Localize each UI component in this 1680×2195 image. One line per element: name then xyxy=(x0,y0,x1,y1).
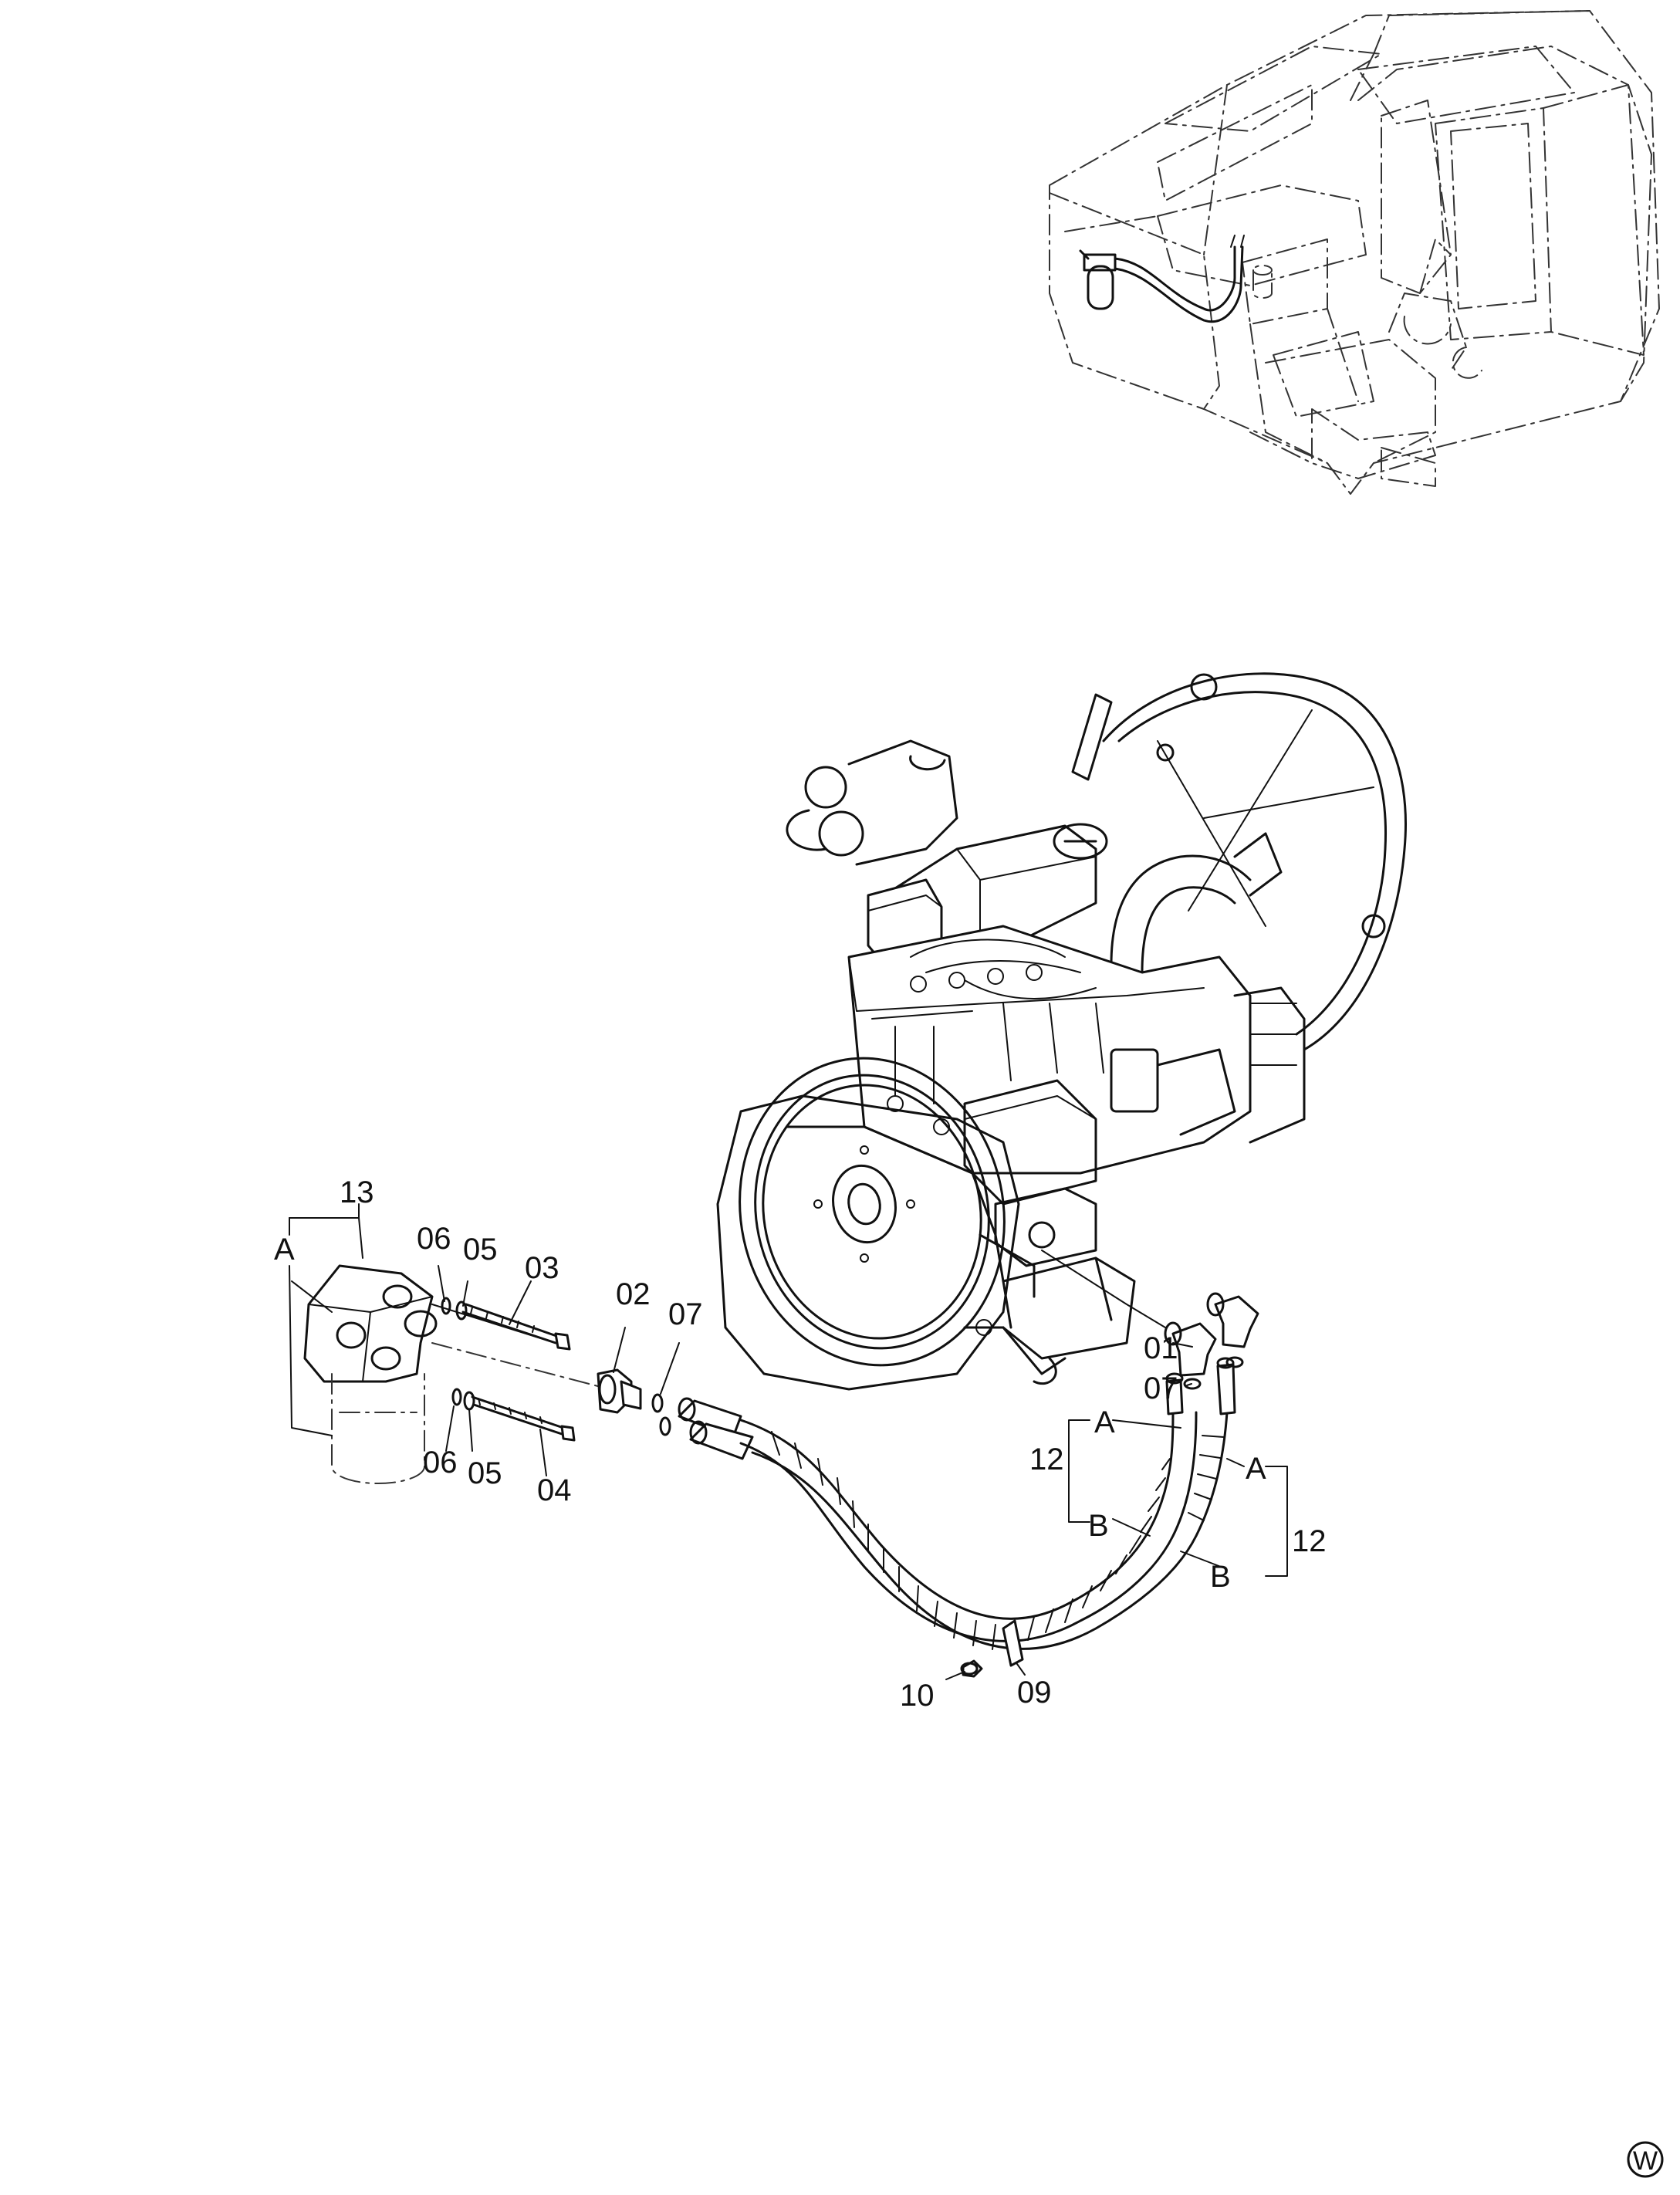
machine-overview-inset xyxy=(1049,10,1660,495)
label-05-upper: 05 xyxy=(463,1233,498,1267)
o-ring-07-right xyxy=(1183,1378,1202,1390)
hose-assembly-12 xyxy=(678,1357,1236,1678)
label-b-hose-right: B xyxy=(1210,1560,1231,1594)
clamp-09 xyxy=(1002,1619,1024,1667)
label-10: 10 xyxy=(900,1679,935,1713)
label-07-right: 07 xyxy=(1144,1371,1178,1405)
label-13: 13 xyxy=(340,1175,374,1209)
corner-mark: W xyxy=(1627,2141,1664,2178)
label-a-hose-right: A xyxy=(1246,1452,1266,1486)
label-12-right: 12 xyxy=(1292,1524,1327,1558)
label-04: 04 xyxy=(537,1473,572,1507)
label-a-filter: A xyxy=(274,1233,295,1267)
engine-assembly xyxy=(716,672,1407,1391)
bolt-04 xyxy=(471,1395,576,1442)
callout-leaders xyxy=(289,1203,1288,1680)
adapter-02 xyxy=(597,1368,642,1414)
bolt-03 xyxy=(431,1303,571,1351)
o-ring-07-left xyxy=(651,1393,664,1413)
label-05-lower: 05 xyxy=(468,1456,502,1490)
label-02: 02 xyxy=(616,1277,651,1311)
label-06-upper: 06 xyxy=(417,1222,451,1256)
o-ring-07-lower xyxy=(659,1416,671,1436)
label-09: 09 xyxy=(1017,1676,1052,1710)
label-12-left: 12 xyxy=(1029,1442,1064,1476)
elbow-01 xyxy=(1164,1292,1259,1377)
filter-assembly xyxy=(303,1264,438,1484)
label-a-hose-left: A xyxy=(1094,1405,1115,1439)
washers xyxy=(441,1297,475,1411)
label-07-left: 07 xyxy=(668,1297,703,1331)
label-01: 01 xyxy=(1144,1331,1178,1365)
label-03: 03 xyxy=(525,1251,559,1285)
screw-10 xyxy=(962,1659,983,1678)
part-number-labels: 13 A 06 05 03 02 07 06 05 04 01 07 A 12 … xyxy=(274,1175,1327,1713)
o-ring-07-right-b xyxy=(1225,1356,1244,1368)
label-b-hose-left: B xyxy=(1088,1509,1109,1543)
label-06-lower: 06 xyxy=(423,1446,458,1480)
corner-mark-letter: W xyxy=(1633,2146,1658,2176)
